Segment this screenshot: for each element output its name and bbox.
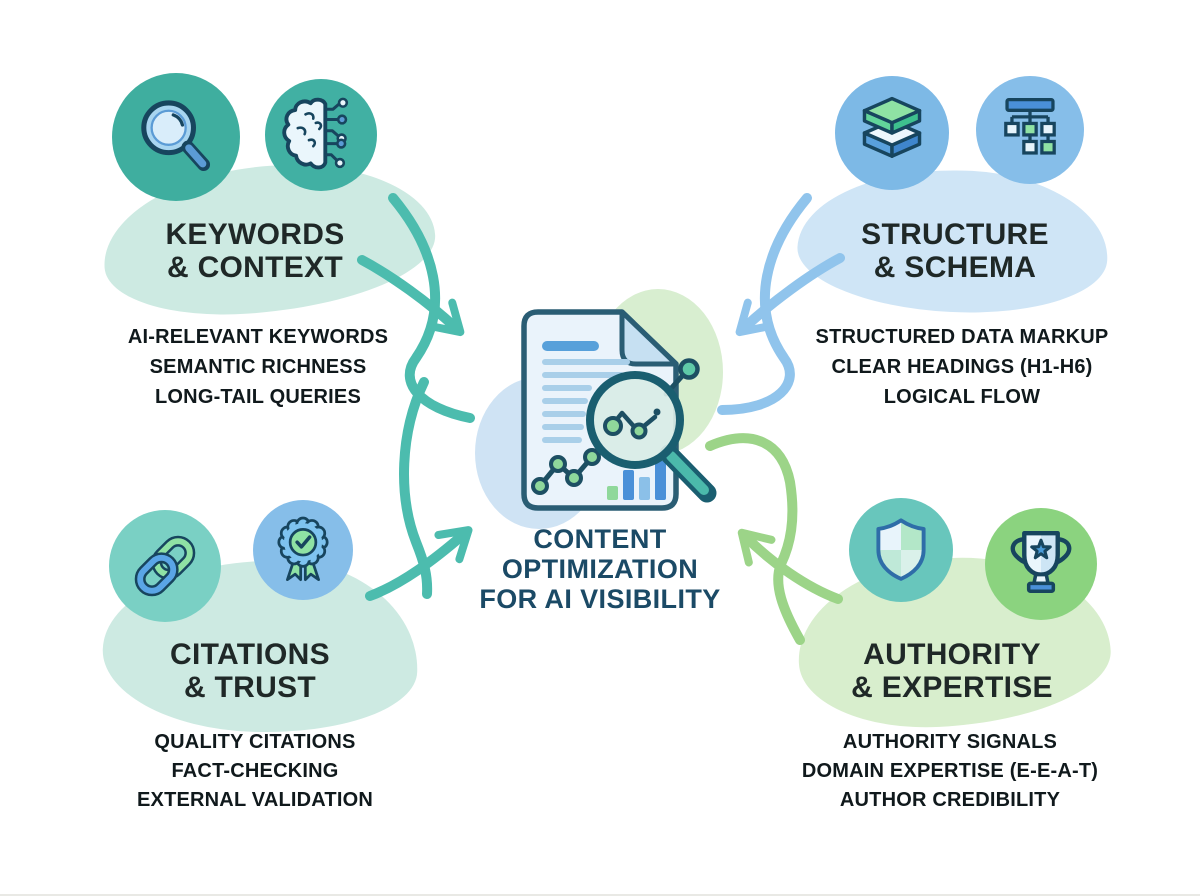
list-item: LOGICAL FLOW (883, 386, 1041, 408)
list-item: FACT-CHECKING (171, 760, 339, 782)
quadrant-list: AUTHORITY SIGNALS DOMAIN EXPERTISE (E-E-… (770, 728, 1130, 815)
layers-icon (862, 96, 922, 158)
document-icon (521, 309, 717, 511)
connector-left-teal (399, 377, 433, 599)
list-item: EXTERNAL VALIDATION (136, 789, 374, 811)
center-illustration (475, 289, 723, 529)
icon-circle-search (112, 73, 240, 201)
list-item: DOMAIN EXPERTISE (E-E-A-T) (801, 760, 1099, 782)
list-item: QUALITY CITATIONS (154, 731, 356, 753)
connector-right-green (705, 433, 805, 645)
quadrant-title: KEYWORDS & CONTEXT (165, 218, 345, 284)
icon-circle-trophy (985, 508, 1097, 620)
trophy-icon (1010, 531, 1072, 594)
arrow-citations-to-center (365, 526, 473, 601)
arrow-tail-keywords (388, 193, 475, 423)
link-icon (134, 535, 196, 597)
quadrant-list: QUALITY CITATIONS FACT-CHECKING EXTERNAL… (75, 728, 435, 815)
verified-badge-icon (277, 516, 329, 582)
arrow-keywords-to-center (357, 255, 465, 337)
arrow-tail-structure (717, 193, 812, 415)
icon-circle-brain (265, 79, 377, 191)
list-item: AUTHORITY SIGNALS (842, 731, 1058, 753)
list-item: SEMANTIC RICHNESS (149, 356, 367, 378)
icon-circle-link (109, 510, 221, 622)
quadrant-list: AI-RELEVANT KEYWORDS SEMANTIC RICHNESS L… (78, 322, 438, 412)
quadrant-title: STRUCTURE & SCHEMA (861, 218, 1049, 284)
quadrant-title: AUTHORITY & EXPERTISE (851, 638, 1053, 704)
list-item: CLEAR HEADINGS (H1-H6) (831, 356, 1093, 378)
trend-line-icon (531, 448, 601, 495)
icon-circle-shield (849, 498, 953, 602)
list-item: STRUCTURED DATA MARKUP (815, 326, 1109, 348)
arrow-structure-to-center (735, 253, 845, 337)
list-item: AI-RELEVANT KEYWORDS (127, 326, 389, 348)
search-icon (141, 100, 211, 172)
sitemap-icon (1004, 98, 1056, 155)
document-text-lines (542, 341, 630, 443)
center-title: CONTENT OPTIMIZATION FOR AI VISIBILITY (479, 524, 721, 614)
list-item: AUTHOR CREDIBILITY (839, 789, 1061, 811)
icon-circle-sitemap (976, 76, 1084, 184)
arrow-authority-to-center (737, 528, 843, 604)
icon-circle-layers (835, 76, 949, 190)
icon-circle-badge (253, 500, 353, 600)
shield-icon (876, 518, 926, 581)
bottom-edge-line (0, 894, 1200, 896)
quadrant-list: STRUCTURED DATA MARKUP CLEAR HEADINGS (H… (792, 322, 1132, 412)
magnifying-glass-chart-icon (586, 371, 717, 503)
bar-chart-icon (607, 461, 666, 500)
brain-circuit-icon (282, 97, 349, 170)
list-item: LONG-TAIL QUERIES (155, 386, 361, 408)
quadrant-title: CITATIONS & TRUST (170, 638, 330, 704)
